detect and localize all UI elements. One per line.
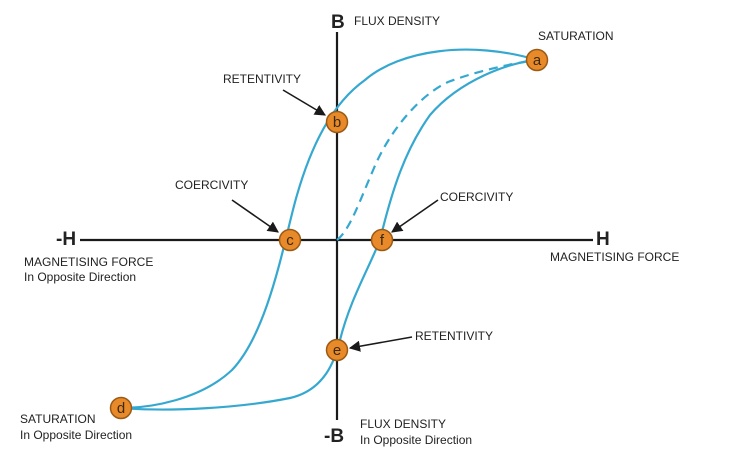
axis-h-negative: -H xyxy=(56,229,77,250)
point-e-label: e xyxy=(333,342,341,359)
point-a: a xyxy=(525,48,549,72)
point-b: b xyxy=(325,110,349,134)
magnetising-force-label: MAGNETISING FORCE xyxy=(550,250,680,264)
retentivity-label-top: RETENTIVITY xyxy=(223,72,302,86)
point-c: c xyxy=(278,228,302,252)
point-b-label: b xyxy=(333,114,341,131)
flux-density-opposite-sub: In Opposite Direction xyxy=(360,433,473,447)
axis-b-positive: B xyxy=(331,12,345,33)
point-f-label: f xyxy=(380,232,385,249)
coercivity-label-right: COERCIVITY xyxy=(440,190,514,204)
flux-density-label: FLUX DENSITY xyxy=(354,14,441,28)
arrow-retentivity-bottom xyxy=(348,336,413,352)
initial-magnetisation-curve xyxy=(336,58,538,241)
point-e: e xyxy=(325,338,349,362)
arrow-retentivity-top xyxy=(282,89,326,116)
axis-b-negative: -B xyxy=(324,426,345,447)
retentivity-label-bottom: RETENTIVITY xyxy=(415,329,494,343)
coercivity-label-left: COERCIVITY xyxy=(175,178,249,192)
point-d: d xyxy=(109,396,133,420)
saturation-opposite-sub: In Opposite Direction xyxy=(20,428,133,442)
hysteresis-upper-branch xyxy=(120,48,538,410)
point-a-label: a xyxy=(533,52,542,69)
hysteresis-lower-branch xyxy=(120,58,538,411)
arrow-coercivity-left xyxy=(231,199,279,233)
point-c-label: c xyxy=(286,232,294,249)
arrow-coercivity-right xyxy=(391,199,439,233)
flux-density-opposite-label: FLUX DENSITY xyxy=(360,417,447,431)
magnetising-force-opposite-label: MAGNETISING FORCE xyxy=(24,255,154,269)
saturation-opposite-label: SATURATION xyxy=(20,412,96,426)
saturation-label: SATURATION xyxy=(538,29,614,43)
point-d-label: d xyxy=(117,400,125,417)
point-f: f xyxy=(370,228,394,252)
axis-h-positive: H xyxy=(596,229,610,250)
magnetising-force-opposite-sub: In Opposite Direction xyxy=(24,270,137,284)
